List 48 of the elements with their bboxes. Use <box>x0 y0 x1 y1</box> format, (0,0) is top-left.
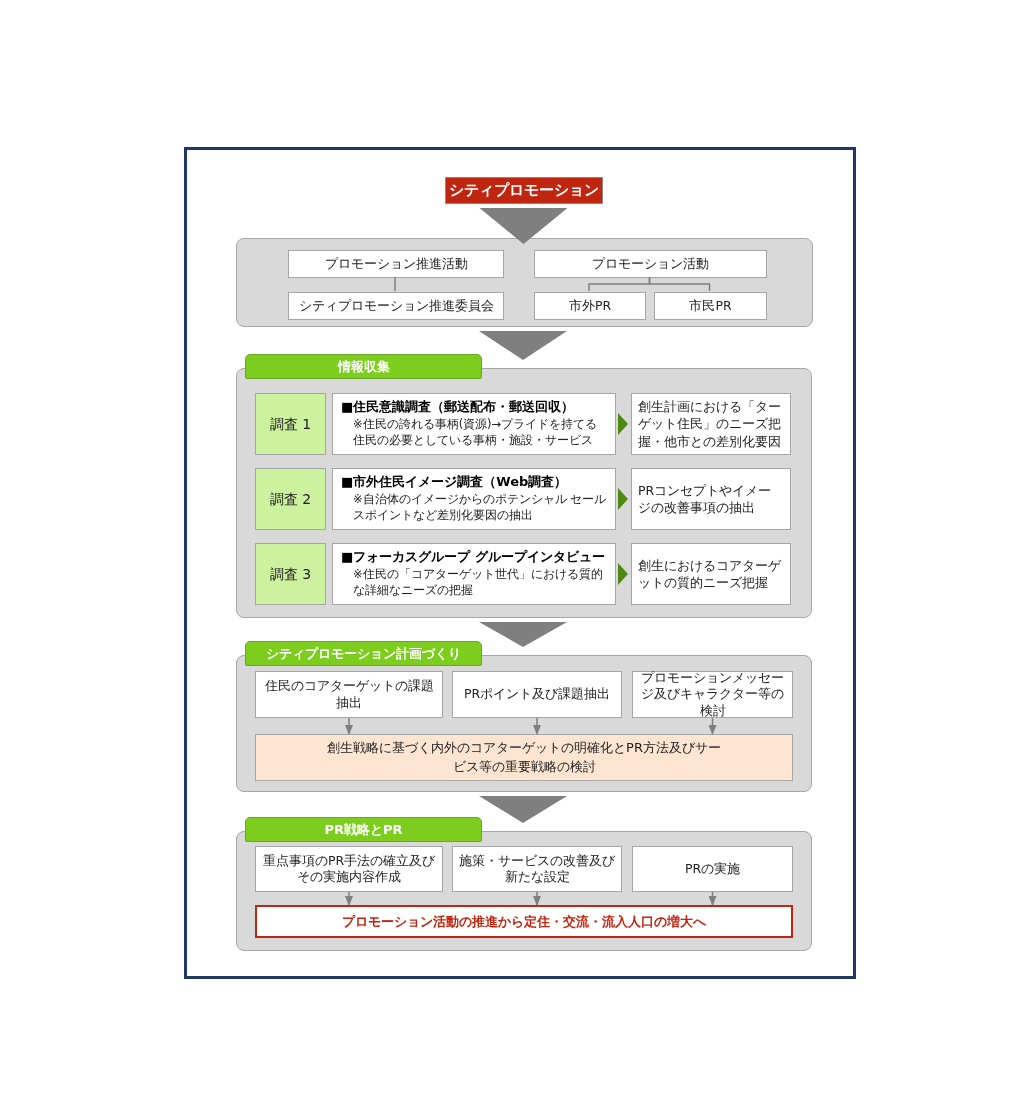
arrow-triangle <box>618 563 628 585</box>
process-box: シティプロモーション推進委員会 <box>288 292 504 320</box>
survey-label-box: 調査 3 <box>255 543 326 605</box>
section-panel <box>236 238 813 327</box>
section-heading-tab: 情報収集 <box>245 354 482 379</box>
process-box: 市民PR <box>654 292 767 320</box>
chevron-arrow <box>479 208 568 244</box>
strategy-box: 創生戦略に基づく内外のコアターゲットの明確化とPR方法及びサービス等の重要戦略の検討 <box>255 734 793 781</box>
survey-box <box>332 543 616 605</box>
arrow <box>708 891 717 906</box>
survey-label-box: 調査 1 <box>255 393 326 455</box>
survey-title: ■住民意識調査（郵送配布・郵送回収） <box>341 399 576 417</box>
connector-line <box>394 276 396 292</box>
process-box: PRの実施 <box>632 846 793 892</box>
process-box: 施策・サービスの改善及び新たな設定 <box>452 846 622 892</box>
arrow <box>345 891 353 906</box>
result-box: 創生におけるコアターゲットの質的ニーズ把握 <box>631 543 791 605</box>
arrow-triangle <box>618 488 628 510</box>
process-box: 重点事項のPR手法の確立及びその実施内容作成 <box>255 846 443 892</box>
chevron-arrow <box>479 331 567 360</box>
arrow <box>533 717 541 735</box>
section-heading-tab: PR戦略とPR <box>245 817 482 842</box>
survey-note: ※住民の「コアターゲット世代」における質的な詳細なニーズの把握 <box>352 566 604 599</box>
chevron-arrow <box>479 796 567 823</box>
process-box: 住民のコアターゲットの課題抽出 <box>255 671 443 718</box>
arrow <box>533 891 541 906</box>
process-box: PRポイント及び課題抽出 <box>452 671 622 718</box>
survey-note: ※住民の誇れる事柄(資源)→プライドを持てる住民の必要としている事柄・施設・サービス <box>352 416 599 449</box>
arrow-triangle <box>618 413 628 435</box>
process-box: プロモーション推進活動 <box>288 250 504 278</box>
survey-box <box>332 393 616 455</box>
survey-title: ■フォーカスグループ グループインタビュー <box>341 549 606 567</box>
survey-label-box: 調査 2 <box>255 468 326 530</box>
survey-note: ※自治体のイメージからのポテンシャル セールスポイントなど差別化要因の抽出 <box>352 491 607 524</box>
connector-line <box>648 276 711 292</box>
process-box: プロモーション活動 <box>534 250 767 278</box>
survey-title: ■市外住民イメージ調査（Web調査） <box>341 474 569 492</box>
process-box: 市外PR <box>534 292 646 320</box>
chevron-arrow <box>479 622 567 647</box>
result-box: PRコンセプトやイメージの改善事項の抽出 <box>631 468 791 530</box>
title-box: シティプロモーション <box>445 177 603 204</box>
section-heading-tab: シティプロモーション計画づくり <box>245 641 482 666</box>
goal-box: プロモーション活動の推進から定住・交流・流入人口の増大へ <box>255 905 793 938</box>
arrow <box>345 717 353 735</box>
process-box: プロモーションメッセージ及びキャラクター等の検討 <box>632 671 793 718</box>
arrow <box>708 717 717 735</box>
result-box: 創生計画における「ターゲット住民」のニーズ把握・他市との差別化要因 <box>631 393 791 455</box>
survey-box <box>332 468 616 530</box>
